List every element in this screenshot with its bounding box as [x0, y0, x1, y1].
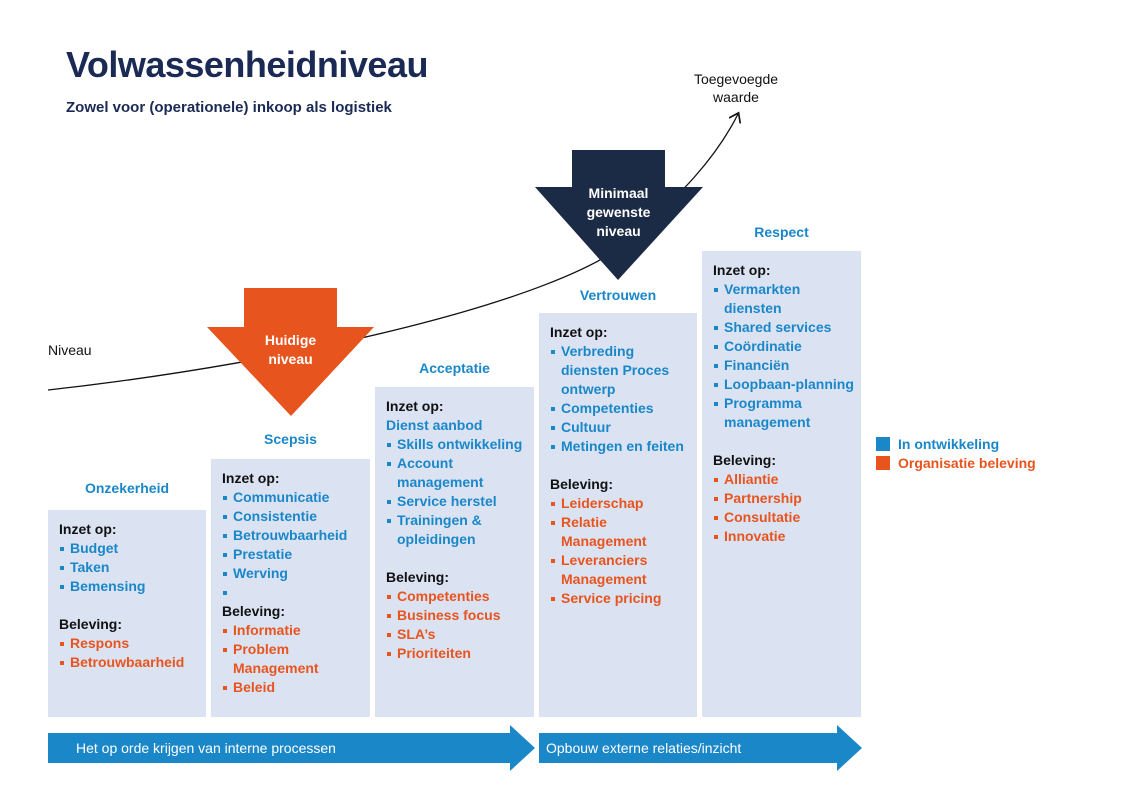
band-external-arrow: [539, 725, 862, 771]
band-external-label: Opbouw externe relaties/inzicht: [546, 740, 742, 756]
experience-list: Leiderschap Relatie Management Leveranci…: [550, 494, 693, 608]
current-level-arrow: [207, 288, 374, 416]
list-item: Loopbaan-planning: [713, 375, 857, 394]
list-item: Leveranciers Management: [550, 551, 693, 589]
stage-box-onzekerheid: Inzet op: Budget Taken Bemensing Belevin…: [48, 510, 206, 717]
list-item: Leiderschap: [550, 494, 693, 513]
list-item: Skills ontwikkeling: [386, 435, 530, 454]
minimum-level-arrow: [535, 150, 703, 280]
page-title: Volwassenheidniveau: [66, 44, 428, 85]
focus-label: Inzet op:: [386, 398, 444, 414]
band-internal-label: Het op orde krijgen van interne processe…: [76, 740, 336, 756]
stage-box-scepsis: Inzet op: Communicatie Consistentie Betr…: [211, 459, 370, 717]
list-item: Bemensing: [59, 577, 202, 596]
list-item: Alliantie: [713, 470, 857, 489]
experience-label: Beleving:: [713, 452, 777, 468]
list-item: Betrouwbaarheid: [59, 653, 202, 672]
stage-title-scepsis: Scepsis: [264, 431, 317, 447]
stage-box-acceptatie: Inzet op: Dienst aanbod Skills ontwikkel…: [375, 387, 534, 717]
focus-list: Communicatie Consistentie Betrouwbaarhei…: [222, 488, 366, 602]
list-item: Prioriteiten: [386, 644, 530, 663]
stage-title-respect: Respect: [754, 224, 809, 240]
list-item: [222, 583, 366, 602]
list-item: Metingen en feiten: [550, 437, 693, 456]
list-item: Shared services: [713, 318, 857, 337]
list-item: Taken: [59, 558, 202, 577]
list-item: SLA’s: [386, 625, 530, 644]
focus-label: Inzet op:: [222, 470, 280, 486]
list-item: Consistentie: [222, 507, 366, 526]
list-item: Relatie Management: [550, 513, 693, 551]
list-item: Vermarkten diensten: [713, 280, 857, 318]
list-item: Communicatie: [222, 488, 366, 507]
list-item: Verbreding diensten Proces ontwerp: [550, 342, 693, 399]
list-item: Respons: [59, 634, 202, 653]
list-item: Competenties: [550, 399, 693, 418]
experience-label: Beleving:: [222, 603, 286, 619]
experience-list: Informatie Problem Management Beleid: [222, 621, 366, 697]
list-item: Service pricing: [550, 589, 693, 608]
list-item: Cultuur: [550, 418, 693, 437]
focus-intro: Dienst aanbod: [386, 417, 483, 433]
legend-swatch: [876, 456, 890, 470]
list-item: Service herstel: [386, 492, 530, 511]
stage-title-onzekerheid: Onzekerheid: [84, 480, 170, 496]
legend-label: Organisatie beleving: [898, 455, 1036, 471]
list-item: Programma management: [713, 394, 857, 432]
list-item: Werving: [222, 564, 366, 583]
list-item: Financiën: [713, 356, 857, 375]
focus-label: Inzet op:: [713, 262, 771, 278]
focus-list: Budget Taken Bemensing: [59, 539, 202, 596]
stage-title-vertrouwen: Vertrouwen: [579, 287, 657, 303]
experience-label: Beleving:: [550, 476, 614, 492]
curve-start-label: Niveau: [48, 342, 92, 358]
maturity-curve: [47, 114, 738, 391]
page-subtitle: Zowel voor (operationele) inkoop als log…: [66, 99, 392, 116]
list-item: Betrouwbaarheid: [222, 526, 366, 545]
stage-box-respect: Inzet op: Vermarkten diensten Shared ser…: [702, 251, 861, 717]
stage-title-acceptatie: Acceptatie: [419, 360, 490, 376]
list-item: Trainingen & opleidingen: [386, 511, 530, 549]
focus-list: Vermarkten diensten Shared services Coör…: [713, 280, 857, 432]
list-item: Account management: [386, 454, 530, 492]
legend: In ontwikkeling Organisatie beleving: [876, 436, 1036, 474]
list-item: Competenties: [386, 587, 530, 606]
list-item: Problem Management: [222, 640, 366, 678]
focus-list: Verbreding diensten Proces ontwerp Compe…: [550, 342, 693, 456]
list-item: Prestatie: [222, 545, 366, 564]
experience-list: Respons Betrouwbaarheid: [59, 634, 202, 672]
experience-list: Competenties Business focus SLA’s Priori…: [386, 587, 530, 663]
current-level-label: Huidige niveau: [264, 332, 317, 367]
experience-label: Beleving:: [59, 616, 123, 632]
list-item: Innovatie: [713, 527, 857, 546]
experience-label: Beleving:: [386, 569, 450, 585]
focus-label: Inzet op:: [550, 324, 608, 340]
focus-label: Inzet op:: [59, 521, 117, 537]
curve-end-label: Toegevoegde waarde: [693, 71, 779, 105]
list-item: Coördinatie: [713, 337, 857, 356]
band-internal-arrow: [48, 725, 535, 771]
list-item: Informatie: [222, 621, 366, 640]
focus-list: Skills ontwikkeling Account management S…: [386, 435, 530, 549]
legend-item-development: In ontwikkeling: [876, 436, 1036, 452]
list-item: Beleid: [222, 678, 366, 697]
list-item: Partnership: [713, 489, 857, 508]
list-item: Consultatie: [713, 508, 857, 527]
legend-item-experience: Organisatie beleving: [876, 455, 1036, 471]
list-item: Business focus: [386, 606, 530, 625]
legend-swatch: [876, 437, 890, 451]
legend-label: In ontwikkeling: [898, 436, 1000, 452]
stage-box-vertrouwen: Inzet op: Verbreding diensten Proces ont…: [539, 313, 697, 717]
experience-list: Alliantie Partnership Consultatie Innova…: [713, 470, 857, 546]
minimum-level-label: Minimaal gewenste niveau: [586, 185, 651, 239]
list-item: Budget: [59, 539, 202, 558]
